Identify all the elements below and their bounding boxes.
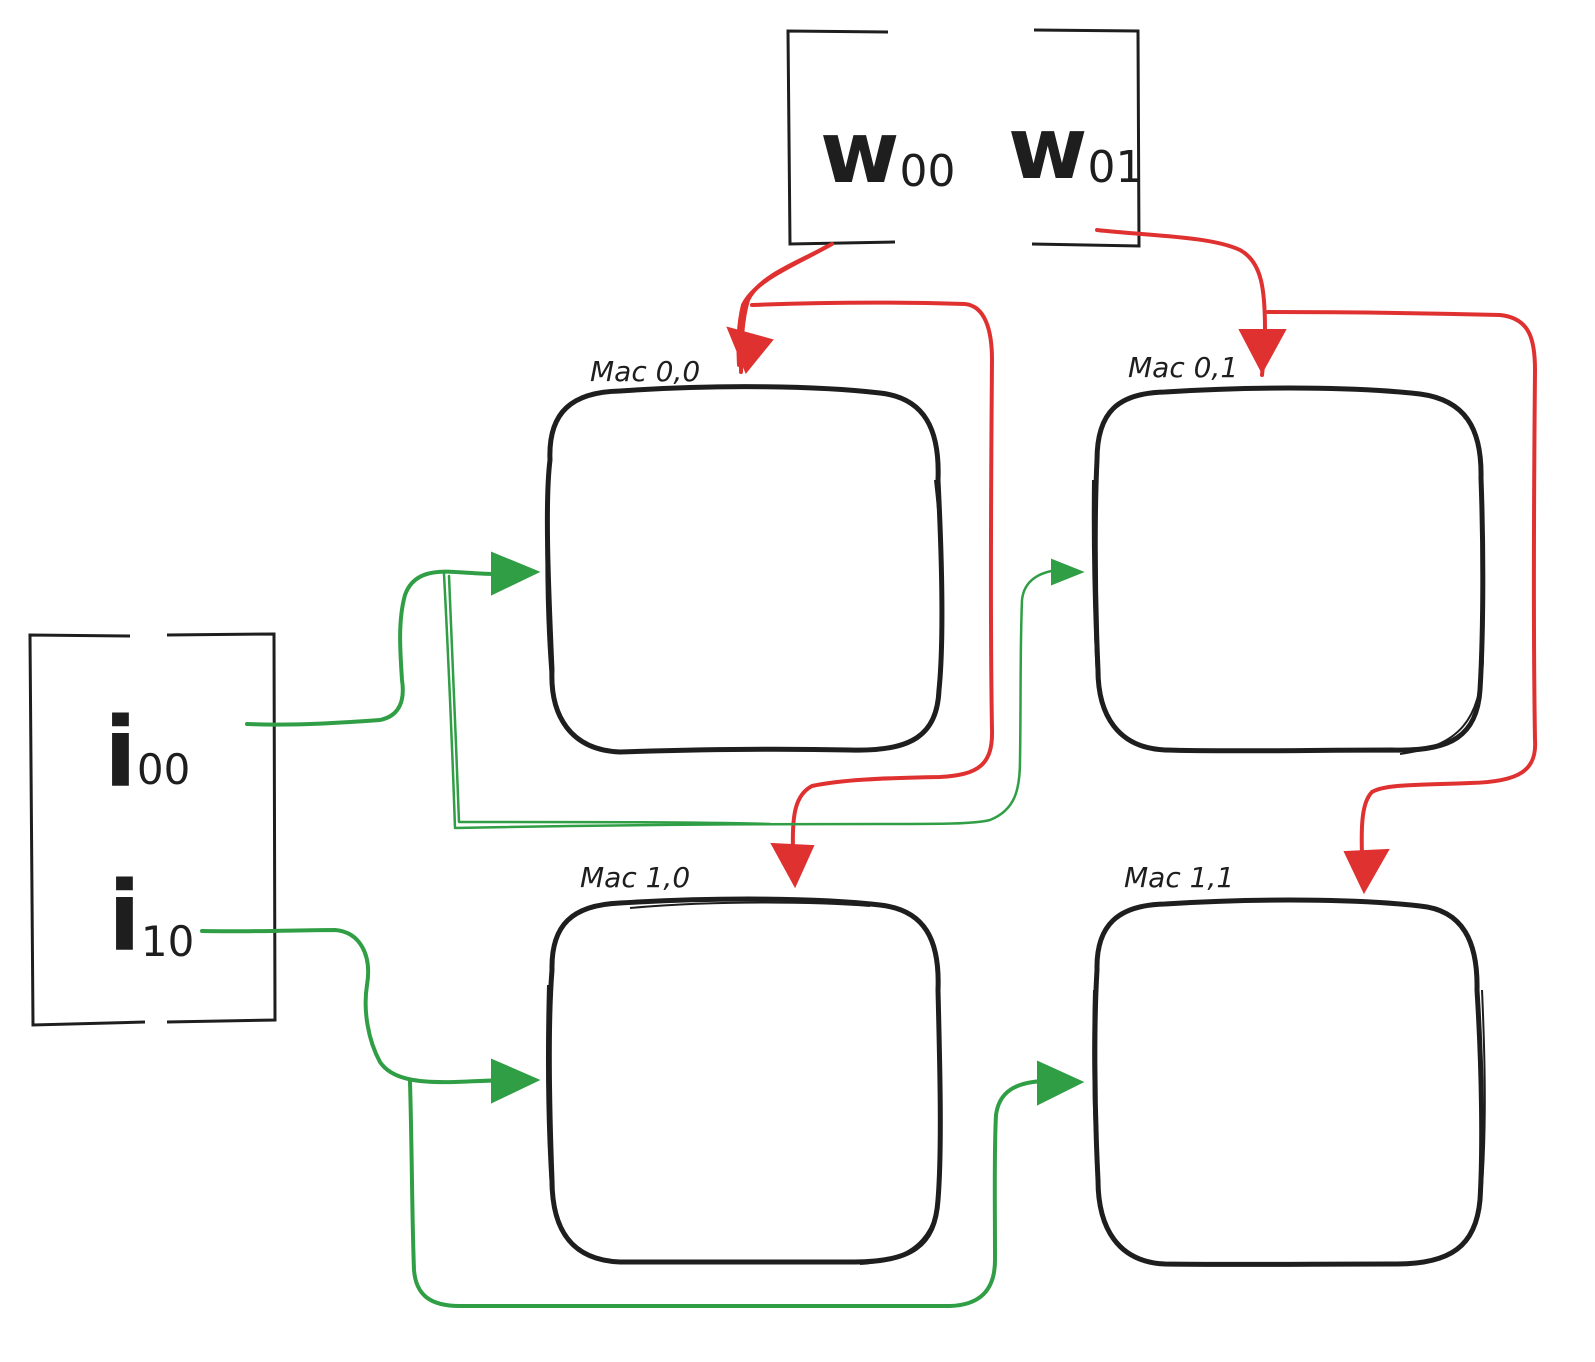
arrow-mac01-to-mac11 — [1266, 310, 1538, 857]
arrowhead-i10-mac11 — [1037, 1060, 1085, 1106]
mac-unit-1-1: Mac 1,1 — [1092, 861, 1486, 1267]
weight-flow-arrows — [726, 228, 1538, 895]
weight-w01: w01 — [1008, 99, 1143, 199]
mac-label-0-1: Mac 0,1 — [1128, 351, 1238, 384]
mac-label-1-0: Mac 1,0 — [580, 861, 690, 894]
arrow-mac00-to-mac10 — [750, 300, 995, 852]
input-vector: i00 i10 — [28, 632, 277, 1027]
mac-unit-0-1: Mac 0,1 — [1091, 351, 1486, 755]
arrowhead-mac11 — [1343, 848, 1390, 895]
arrow-i10-to-mac10 — [200, 928, 517, 1085]
weight-vector: w00 w01 — [786, 28, 1143, 248]
weight-bracket-right — [1031, 28, 1141, 248]
mac-box-0-0 — [544, 384, 945, 755]
arrowhead-i00-mac01 — [1051, 558, 1085, 586]
input-bracket-left — [28, 633, 146, 1027]
mac-label-1-1: Mac 1,1 — [1124, 861, 1234, 894]
weight-w00: w00 — [820, 103, 955, 203]
mac-unit-0-0: Mac 0,0 — [544, 355, 945, 755]
arrowhead-mac00 — [726, 326, 774, 374]
arrow-i00-to-mac01 — [442, 568, 1060, 830]
arrowhead-mac01 — [1238, 329, 1287, 375]
input-flow-arrows — [200, 551, 1085, 1309]
mac-unit-1-0: Mac 1,0 — [546, 861, 943, 1265]
input-i10: i10 — [108, 861, 194, 973]
weight-bracket-left — [786, 29, 896, 246]
arrowhead-i10-mac10 — [491, 1058, 541, 1104]
mac-label-0-0: Mac 0,0 — [590, 355, 700, 388]
mac-box-1-0 — [546, 896, 943, 1265]
mac-box-1-1 — [1092, 897, 1485, 1267]
arrowhead-i00-mac00 — [491, 551, 541, 596]
arrow-i00-to-mac00 — [245, 569, 517, 727]
arrow-i10-to-mac11 — [408, 1079, 1047, 1309]
input-bracket-right — [166, 632, 277, 1024]
input-i00: i00 — [104, 697, 190, 809]
arrowhead-mac10 — [770, 842, 815, 889]
mac-box-0-1 — [1092, 385, 1486, 754]
